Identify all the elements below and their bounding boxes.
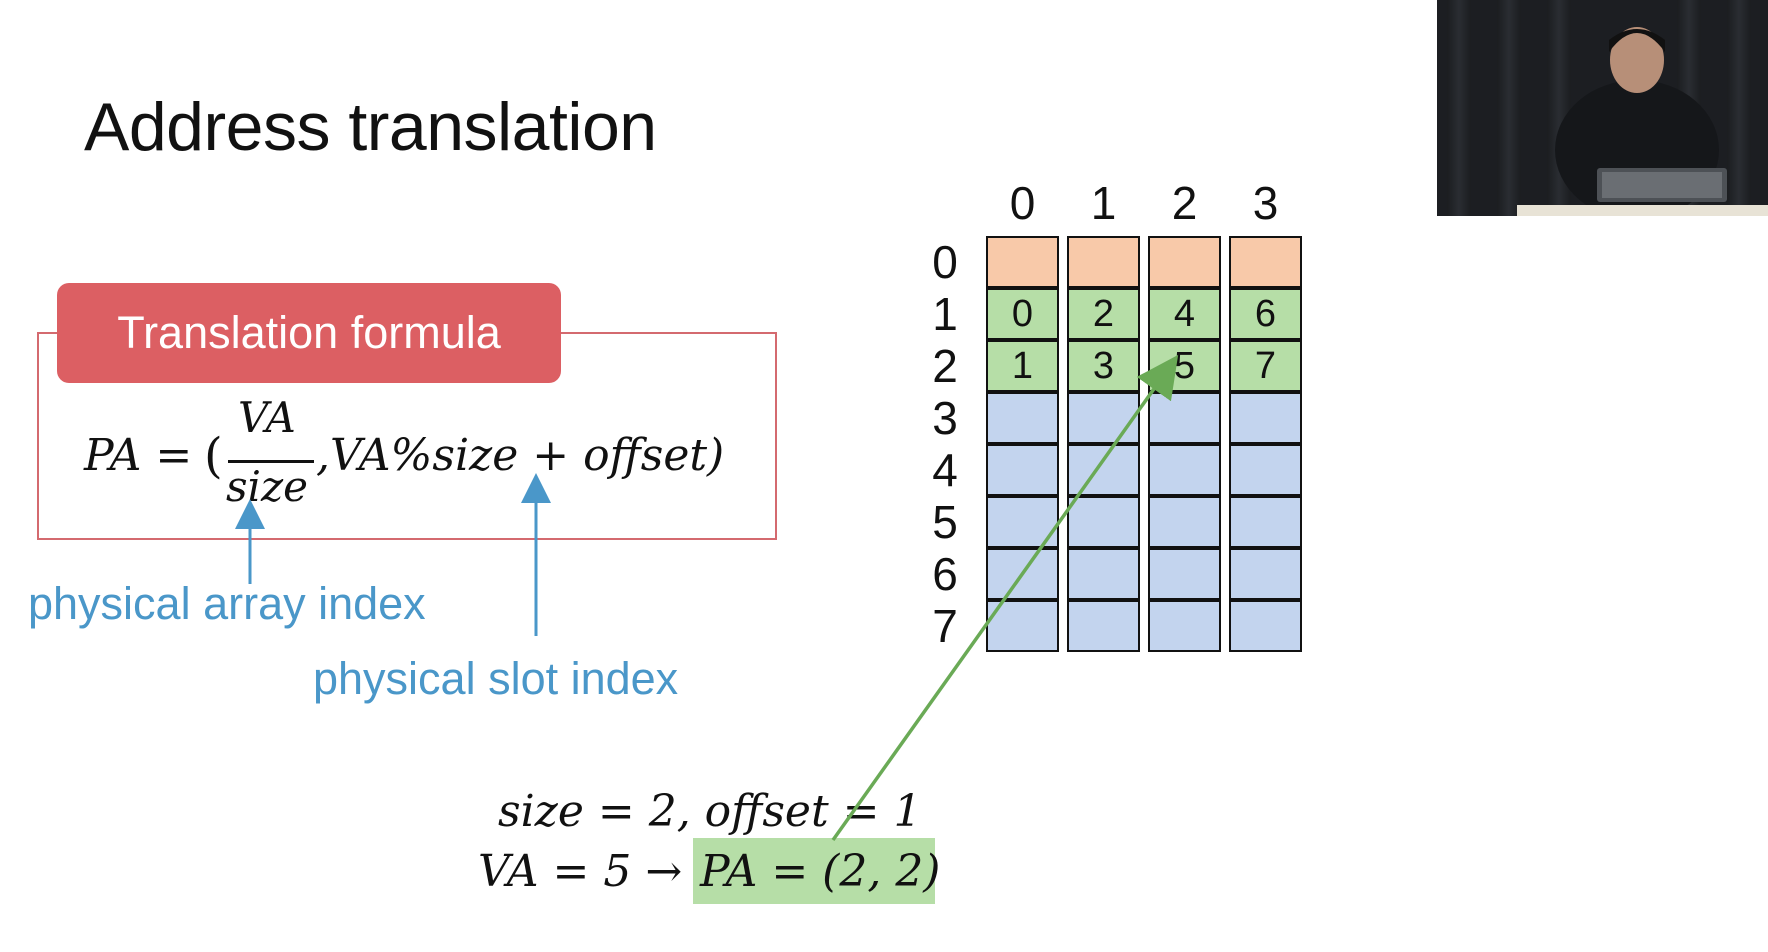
- grid-cell-r0-c1: [1067, 236, 1140, 288]
- grid-cell-r6-c2: [1148, 548, 1221, 600]
- translation-arrow: [831, 354, 1179, 842]
- column-label-2: 2: [1171, 177, 1198, 229]
- formula-rest: ,VA%size + offset): [316, 430, 725, 481]
- speaker-figure: [1517, 27, 1768, 216]
- grid-cell-r7-c2: [1148, 600, 1221, 652]
- grid-cell-r4-c3: [1229, 444, 1302, 496]
- grid-cell-r4-c0: [986, 444, 1059, 496]
- example-params: size = 2, offset = 1: [498, 786, 922, 837]
- grid-cell-r7-c0: [986, 600, 1059, 652]
- grid-cell-r6-c3: [1229, 548, 1302, 600]
- grid-cell-r1-c3: 6: [1229, 288, 1302, 340]
- column-label-1: 1: [1090, 177, 1117, 229]
- grid-cell-r5-c1: [1067, 496, 1140, 548]
- grid-cell-r7-c1: [1067, 600, 1140, 652]
- grid-cell-r3-c0: [986, 392, 1059, 444]
- grid-cell-r6-c1: [1067, 548, 1140, 600]
- grid-cell-r1-c2: 4: [1148, 288, 1221, 340]
- grid-cell-r3-c3: [1229, 392, 1302, 444]
- row-label-3: 3: [932, 392, 958, 444]
- row-label-1: 1: [932, 288, 958, 340]
- row-label-0: 0: [932, 236, 958, 288]
- array-index-label: physical array index: [28, 578, 426, 629]
- grid-cell-r7-c3: [1229, 600, 1302, 652]
- grid-cell-r2-c3: 7: [1229, 340, 1302, 392]
- row-label-5: 5: [932, 496, 958, 548]
- grid-cell-r5-c2: [1148, 496, 1221, 548]
- fraction-bar: [228, 460, 314, 463]
- grid-cell-r3-c1: [1067, 392, 1140, 444]
- grid-cell-r0-c2: [1148, 236, 1221, 288]
- row-label-6: 6: [932, 548, 958, 600]
- grid-cell-r2-c0: 1: [986, 340, 1059, 392]
- grid-cell-r1-c1: 2: [1067, 288, 1140, 340]
- speaker-video: [1437, 0, 1768, 216]
- grid-cell-r4-c2: [1148, 444, 1221, 496]
- grid-cell-r0-c3: [1229, 236, 1302, 288]
- formula-paren: (: [204, 428, 223, 484]
- column-label-0: 0: [1009, 177, 1036, 229]
- grid-cell-r6-c0: [986, 548, 1059, 600]
- example-result: PA = (2, 2): [700, 846, 941, 897]
- formula-numerator: VA: [238, 393, 296, 442]
- grid-cell-r5-c3: [1229, 496, 1302, 548]
- slot-index-label: physical slot index: [313, 653, 679, 704]
- example-va: VA = 5 →: [478, 846, 683, 897]
- grid-cell-r4-c1: [1067, 444, 1140, 496]
- formula-lhs: PA =: [84, 430, 193, 481]
- formula-tag: Translation formula: [57, 283, 561, 383]
- slide-title: Address translation: [84, 89, 657, 165]
- row-label-2: 2: [932, 340, 958, 392]
- row-label-4: 4: [932, 444, 958, 496]
- grid-cell-r1-c0: 0: [986, 288, 1059, 340]
- grid-cell-r0-c0: [986, 236, 1059, 288]
- row-label-7: 7: [932, 600, 958, 652]
- column-label-3: 3: [1252, 177, 1279, 229]
- result-highlight: [693, 838, 935, 904]
